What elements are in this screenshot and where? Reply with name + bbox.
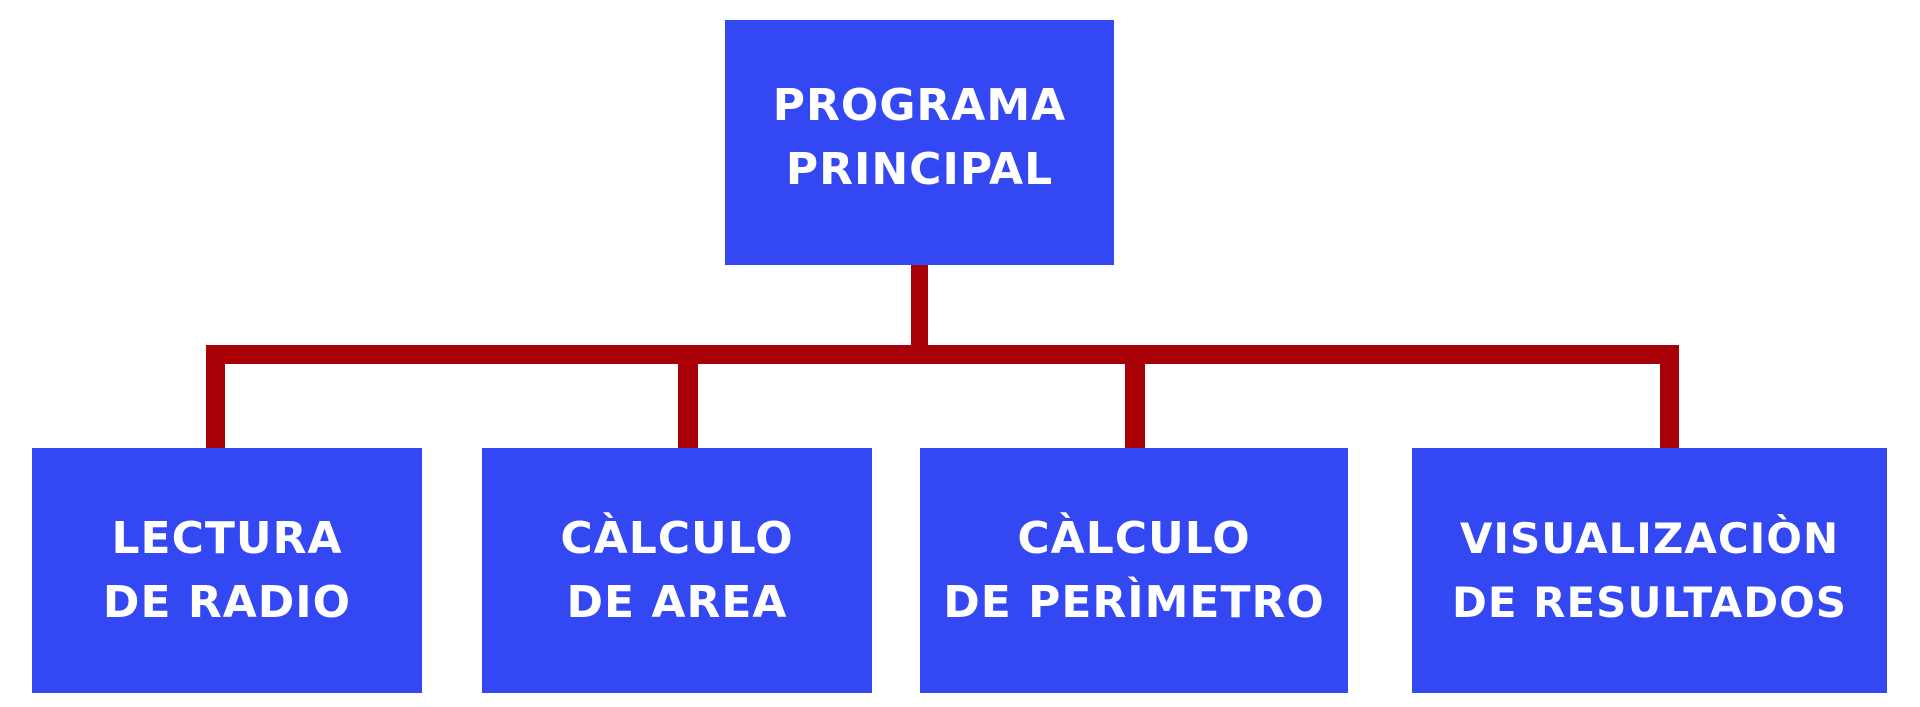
node-label-line: CÀLCULO [1017, 512, 1251, 564]
child-node-visualizacion-de-resultados: VISUALIZACIÒN DE RESULTADOS [1412, 448, 1887, 693]
child-node-calculo-de-perimetro: CÀLCULO DE PERÌMETRO [920, 448, 1348, 693]
node-label-line: LECTURA [111, 512, 343, 564]
node-label-line: CÀLCULO [560, 512, 794, 564]
node-label-line: DE PERÌMETRO [943, 576, 1325, 628]
child-node-lectura-de-radio: LECTURA DE RADIO [32, 448, 422, 693]
connector-drop-1 [206, 345, 225, 448]
connector-root-vertical [911, 265, 928, 350]
node-label-line: DE AREA [566, 576, 788, 628]
connector-drop-4 [1660, 345, 1679, 448]
connector-drop-2 [678, 345, 698, 448]
connector-drop-3 [1125, 345, 1145, 448]
node-label-line: DE RESULTADOS [1451, 577, 1848, 627]
node-label-line: PROGRAMA [772, 79, 1067, 131]
connector-horizontal-bar [206, 345, 1679, 364]
node-label-line: VISUALIZACIÒN [1459, 513, 1840, 563]
root-node-programa-principal: PROGRAMA PRINCIPAL [725, 20, 1114, 265]
node-label-line: PRINCIPAL [785, 143, 1054, 195]
child-node-calculo-de-area: CÀLCULO DE AREA [482, 448, 872, 693]
node-label-line: DE RADIO [102, 576, 352, 628]
